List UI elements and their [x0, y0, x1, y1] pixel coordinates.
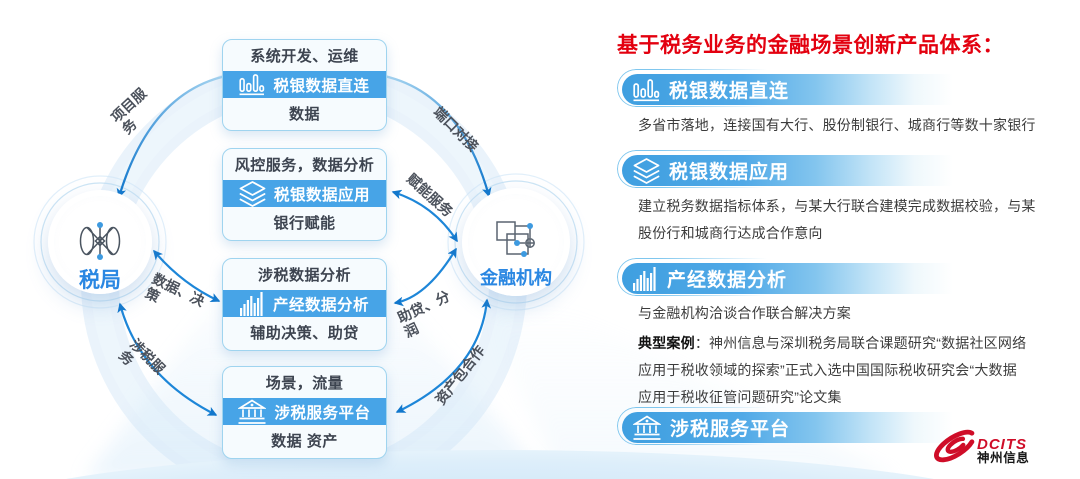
svg-text:神州信息: 神州信息 — [977, 450, 1029, 465]
svg-text:DCITS: DCITS — [977, 436, 1027, 453]
